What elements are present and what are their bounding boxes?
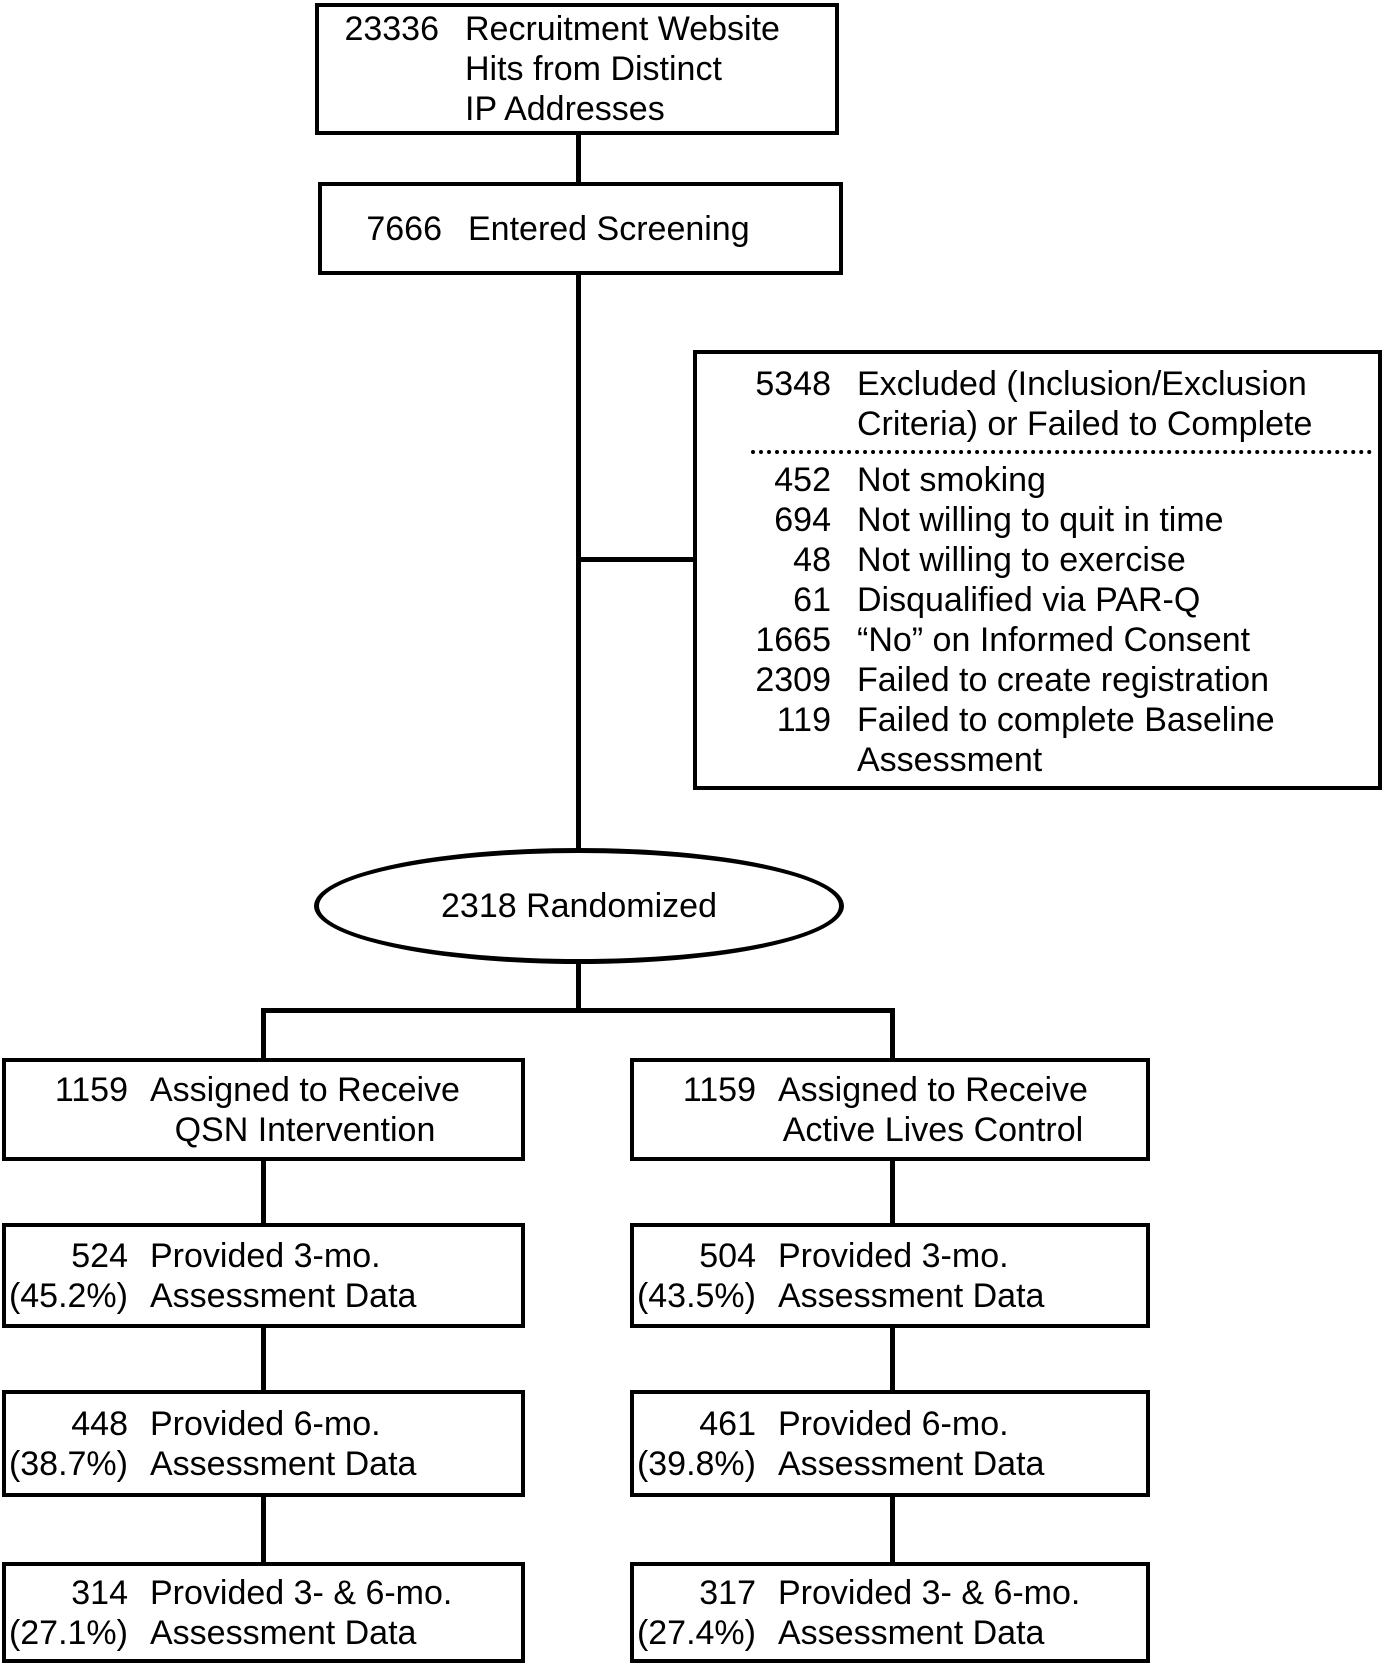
- qsn-3mo-label: Provided 3-mo. Assessment Data: [150, 1236, 417, 1315]
- screening-label: Entered Screening: [468, 209, 750, 248]
- connector-excluded-branch: [578, 557, 697, 562]
- control-assigned-count: 1159: [682, 1070, 756, 1109]
- connector-left-arm-3mo: [261, 1157, 266, 1227]
- control-6mo-label: Provided 6-mo. Assessment Data: [778, 1404, 1045, 1483]
- connector-recruitment-screening: [576, 131, 581, 186]
- qsn-3mo-stats: 524 (45.2%): [8, 1236, 128, 1315]
- qsn-assigned-box: 1159 Assigned to Receive QSN Interventio…: [2, 1058, 525, 1161]
- exclusion-reason-row: 119 Failed to complete Baseline Assessme…: [776, 701, 1275, 779]
- exclusion-reason-row: 2309 Failed to create registration: [755, 661, 1269, 699]
- connector-right-arm-3mo: [890, 1157, 895, 1227]
- control-6mo-stats: 461 (39.8%): [636, 1404, 756, 1483]
- qsn-3mo-box: 524 (45.2%) Provided 3-mo. Assessment Da…: [2, 1223, 525, 1328]
- connector-branch-right-drop: [890, 1008, 895, 1062]
- control-assigned-box: 1159 Assigned to Receive Active Lives Co…: [630, 1058, 1150, 1161]
- connector-left-3mo-6mo: [261, 1324, 266, 1394]
- connector-branch-horizontal: [261, 1008, 895, 1013]
- qsn-3and6mo-box: 314 (27.1%) Provided 3- & 6-mo. Assessme…: [2, 1562, 525, 1663]
- screening-count: 7666: [366, 209, 442, 248]
- excluded-count: 5348: [755, 365, 831, 403]
- connector-left-6mo-36mo: [261, 1493, 266, 1566]
- connector-randomized-branch: [576, 956, 581, 1013]
- exclusion-reason-row: 61 Disqualified via PAR-Q: [793, 581, 1201, 619]
- control-3and6mo-stats: 317 (27.4%): [636, 1573, 756, 1652]
- connector-branch-left-drop: [261, 1008, 266, 1062]
- control-3mo-label: Provided 3-mo. Assessment Data: [778, 1236, 1045, 1315]
- connector-right-6mo-36mo: [890, 1493, 895, 1566]
- control-3mo-stats: 504 (43.5%): [636, 1236, 756, 1315]
- exclusion-reason-row: 48 Not willing to exercise: [793, 541, 1186, 579]
- qsn-6mo-label: Provided 6-mo. Assessment Data: [150, 1404, 417, 1483]
- entered-screening-box: 7666 Entered Screening: [318, 182, 843, 275]
- recruitment-count: 23336: [344, 10, 439, 48]
- control-3and6mo-label: Provided 3- & 6-mo. Assessment Data: [778, 1573, 1081, 1652]
- randomized-ellipse: 2318 Randomized: [314, 848, 844, 964]
- control-3and6mo-box: 317 (27.4%) Provided 3- & 6-mo. Assessme…: [630, 1562, 1150, 1663]
- qsn-6mo-stats: 448 (38.7%): [8, 1404, 128, 1483]
- qsn-3and6mo-stats: 314 (27.1%): [8, 1573, 128, 1652]
- control-assigned-label: Assigned to Receive Active Lives Control: [778, 1070, 1088, 1149]
- control-3mo-box: 504 (43.5%) Provided 3-mo. Assessment Da…: [630, 1223, 1150, 1328]
- recruitment-label: Recruitment Website Hits from Distinct I…: [465, 10, 780, 128]
- qsn-6mo-box: 448 (38.7%) Provided 6-mo. Assessment Da…: [2, 1390, 525, 1497]
- excluded-header: 5348 Excluded (Inclusion/Exclusion Crite…: [713, 364, 1372, 444]
- exclusion-reason-row: 694 Not willing to quit in time: [774, 501, 1224, 539]
- excluded-separator: [751, 450, 1372, 454]
- connector-right-3mo-6mo: [890, 1324, 895, 1394]
- excluded-box: 5348 Excluded (Inclusion/Exclusion Crite…: [693, 350, 1382, 790]
- exclusion-reason-row: 452 Not smoking: [774, 461, 1046, 499]
- qsn-assigned-label: Assigned to Receive QSN Intervention: [150, 1070, 460, 1149]
- recruitment-hits-box: 23336 Recruitment Website Hits from Dist…: [315, 3, 839, 135]
- randomized-label: 2318 Randomized: [441, 887, 717, 925]
- qsn-assigned-count: 1159: [54, 1070, 128, 1109]
- control-6mo-box: 461 (39.8%) Provided 6-mo. Assessment Da…: [630, 1390, 1150, 1497]
- excluded-label: Excluded (Inclusion/Exclusion Criteria) …: [857, 365, 1313, 443]
- exclusion-reason-row: 1665 “No” on Informed Consent: [755, 621, 1251, 659]
- qsn-3and6mo-label: Provided 3- & 6-mo. Assessment Data: [150, 1573, 453, 1652]
